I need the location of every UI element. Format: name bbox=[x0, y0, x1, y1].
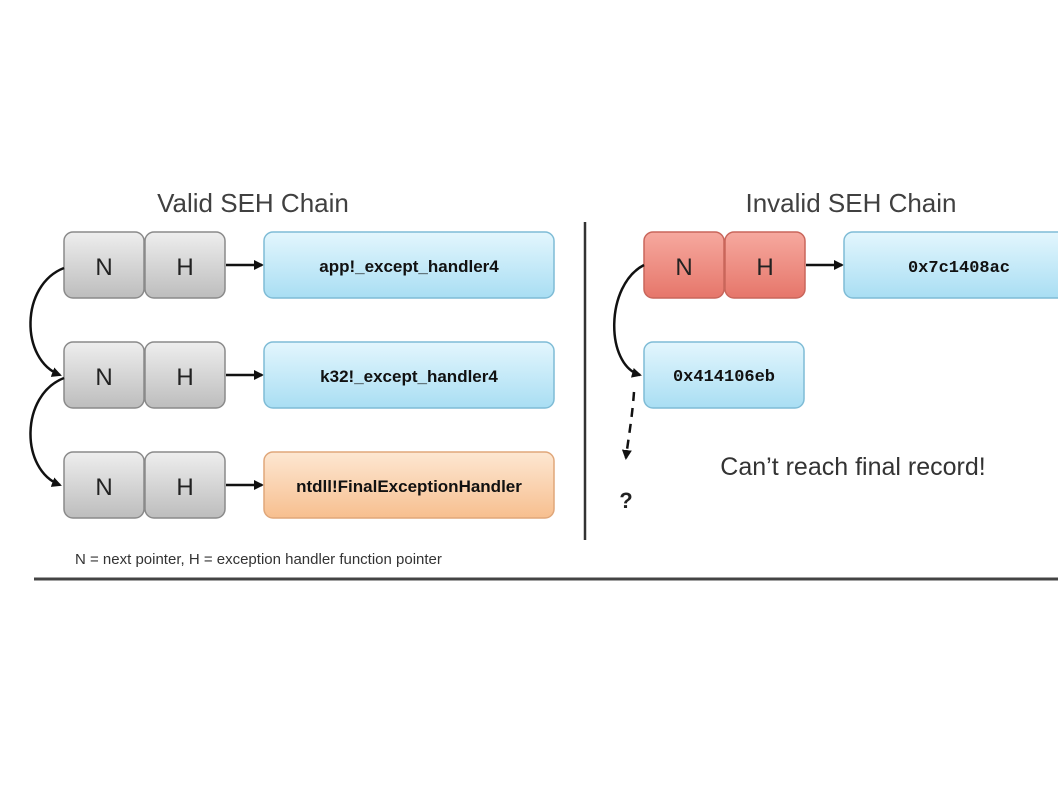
invalid-record: N H 0x7c1408ac bbox=[643, 231, 1058, 299]
footnote: N = next pointer, H = exception handler … bbox=[75, 551, 442, 568]
next-pointer-arrow-2 bbox=[29, 376, 65, 487]
h-label: H bbox=[176, 254, 193, 281]
cant-reach-label: Can’t reach final record! bbox=[720, 453, 985, 481]
handler-label: ntdll!FinalExceptionHandler bbox=[296, 477, 522, 496]
invalid-next-record: 0x414106eb bbox=[643, 341, 805, 409]
h-label: H bbox=[176, 364, 193, 391]
n-label: N bbox=[95, 364, 112, 391]
handler-label: k32!_except_handler4 bbox=[320, 367, 498, 386]
right-title: Invalid SEH Chain bbox=[746, 188, 957, 218]
handler-address: 0x7c1408ac bbox=[908, 259, 1010, 278]
handler-box-final bbox=[263, 451, 555, 519]
left-title: Valid SEH Chain bbox=[157, 188, 349, 218]
handler-label: app!_except_handler4 bbox=[319, 257, 499, 276]
handler-box bbox=[263, 341, 555, 409]
n-box bbox=[63, 451, 145, 519]
unknown-marker: ? bbox=[619, 488, 632, 513]
next-address-box bbox=[643, 341, 805, 409]
n-label: N bbox=[675, 254, 692, 281]
n-label: N bbox=[95, 474, 112, 501]
h-label: H bbox=[176, 474, 193, 501]
valid-record-2: N H k32!_except_handler4 bbox=[63, 341, 555, 409]
h-box-corrupt bbox=[724, 231, 806, 299]
h-box bbox=[144, 341, 226, 409]
h-box bbox=[144, 451, 226, 519]
n-box bbox=[63, 341, 145, 409]
valid-record-1: N H app!_except_handler4 bbox=[63, 231, 555, 299]
n-label: N bbox=[95, 254, 112, 281]
h-label: H bbox=[756, 254, 773, 281]
dashed-arrow-unknown bbox=[621, 391, 636, 460]
n-box bbox=[63, 231, 145, 299]
handler-box bbox=[263, 231, 555, 299]
handler-box bbox=[843, 231, 1058, 299]
h-box bbox=[144, 231, 226, 299]
valid-record-3: N H ntdll!FinalExceptionHandler bbox=[63, 451, 555, 519]
next-pointer-arrow-1 bbox=[29, 266, 65, 377]
next-pointer-arrow-invalid bbox=[613, 263, 645, 378]
next-address: 0x414106eb bbox=[673, 368, 775, 387]
